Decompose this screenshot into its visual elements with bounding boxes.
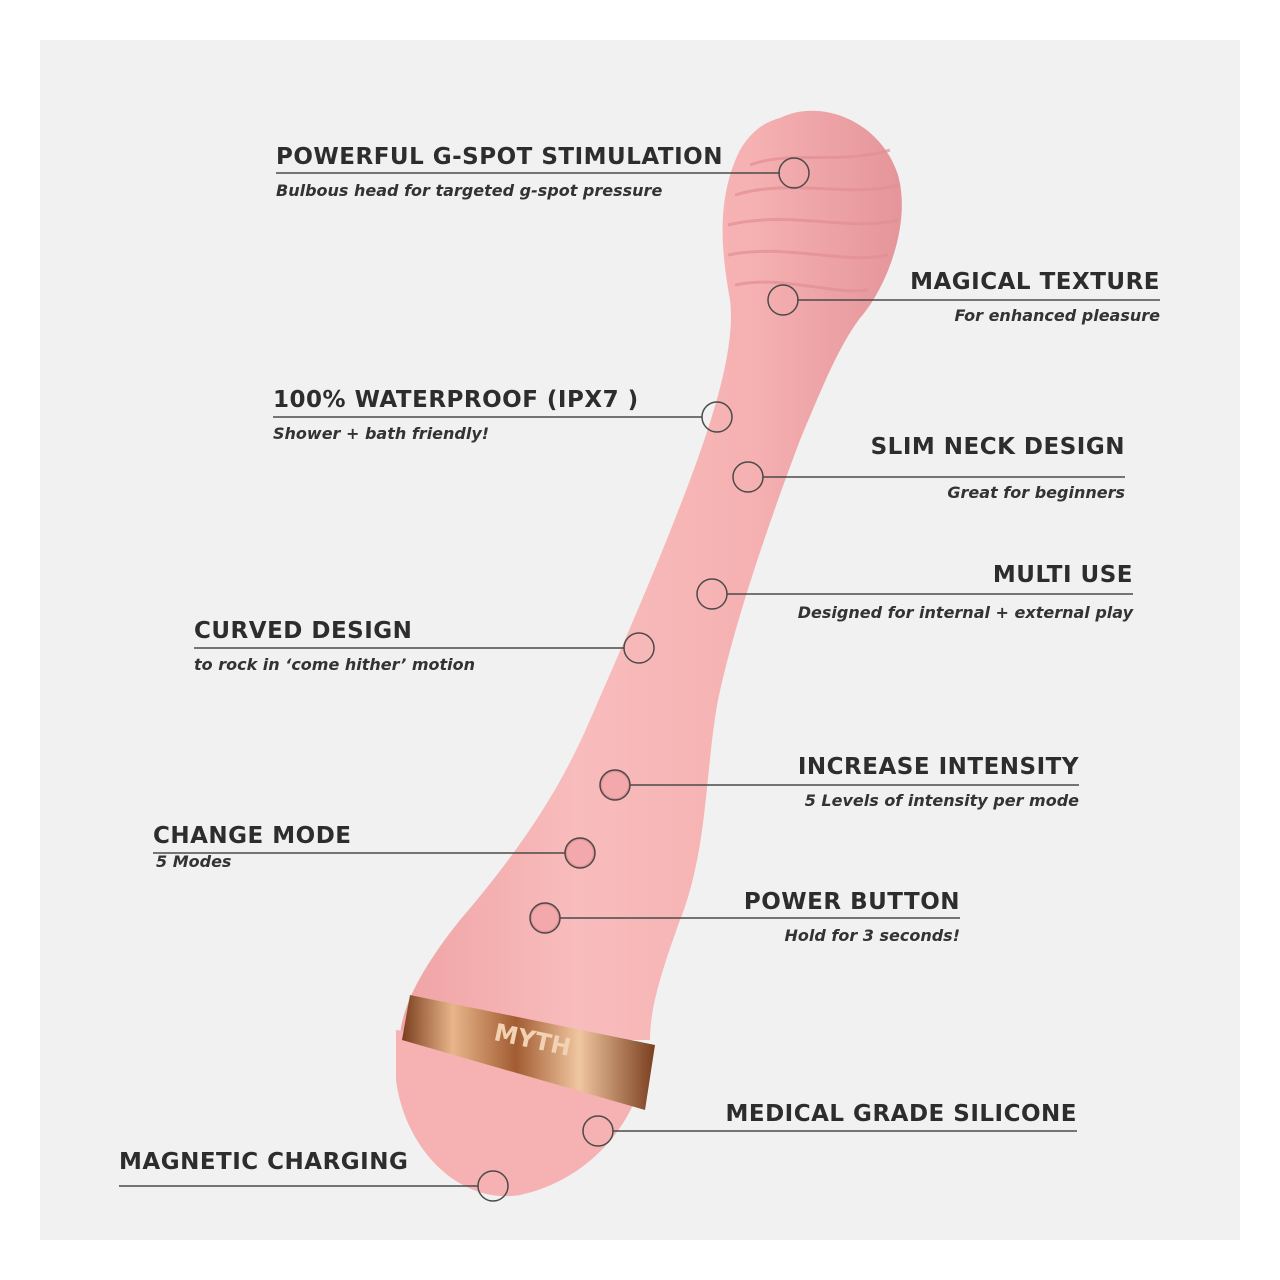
callout-silicone: MEDICAL GRADE SILICONE [725, 1100, 1077, 1128]
callout-title: SLIM NECK DESIGN [870, 434, 1125, 460]
head-ridges [727, 148, 901, 293]
callout-multiuse: MULTI USE Designed for internal + extern… [798, 561, 1133, 623]
callout-subtitle: to rock in ‘come hither’ motion [194, 655, 476, 674]
callout-subtitle: Hold for 3 seconds! [784, 926, 960, 945]
callout-subtitle: Shower + bath friendly! [273, 424, 490, 443]
callout-charging: MAGNETIC CHARGING [119, 1148, 408, 1176]
callout-title: CHANGE MODE [153, 823, 352, 849]
intensity-button[interactable] [600, 770, 630, 800]
callout-texture: MAGICAL TEXTURE For enhanced pleasure [910, 268, 1160, 326]
callout-subtitle: 5 Modes [156, 852, 232, 871]
callout-title: MAGICAL TEXTURE [910, 269, 1160, 295]
callout-waterproof: 100% WATERPROOF (IPX7 ) Shower + bath fr… [273, 386, 639, 444]
callout-mode: CHANGE MODE 5 Modes [153, 822, 352, 872]
callout-title: 100% WATERPROOF (IPX7 ) [273, 387, 639, 413]
callout-power: POWER BUTTON Hold for 3 seconds! [744, 888, 960, 946]
callout-title: CURVED DESIGN [194, 618, 413, 644]
mode-button[interactable] [565, 838, 595, 868]
callout-gspot: POWERFUL G-SPOT STIMULATION Bulbous head… [276, 143, 723, 201]
callout-subtitle: Designed for internal + external play [797, 603, 1133, 622]
callout-title: MAGNETIC CHARGING [119, 1149, 409, 1175]
callout-title: INCREASE INTENSITY [797, 754, 1079, 780]
callout-subtitle: For enhanced pleasure [954, 306, 1160, 325]
power-button[interactable] [530, 903, 560, 933]
metal-band [402, 995, 655, 1110]
callout-curved: CURVED DESIGN to rock in ‘come hither’ m… [194, 617, 475, 675]
callout-title: POWER BUTTON [743, 889, 960, 915]
leader-lines [119, 157, 1160, 1202]
callout-title: POWERFUL G-SPOT STIMULATION [276, 144, 723, 170]
callout-slimneck: SLIM NECK DESIGN Great for beginners [871, 433, 1125, 503]
callout-subtitle: Great for beginners [947, 483, 1125, 502]
product-body [400, 110, 902, 1040]
callout-subtitle: 5 Levels of intensity per mode [804, 791, 1079, 810]
callout-subtitle: Bulbous head for targeted g-spot pressur… [276, 181, 663, 200]
callout-title: MULTI USE [992, 562, 1133, 588]
callout-intensity: INCREASE INTENSITY 5 Levels of intensity… [798, 753, 1079, 811]
callout-title: MEDICAL GRADE SILICONE [725, 1101, 1077, 1127]
